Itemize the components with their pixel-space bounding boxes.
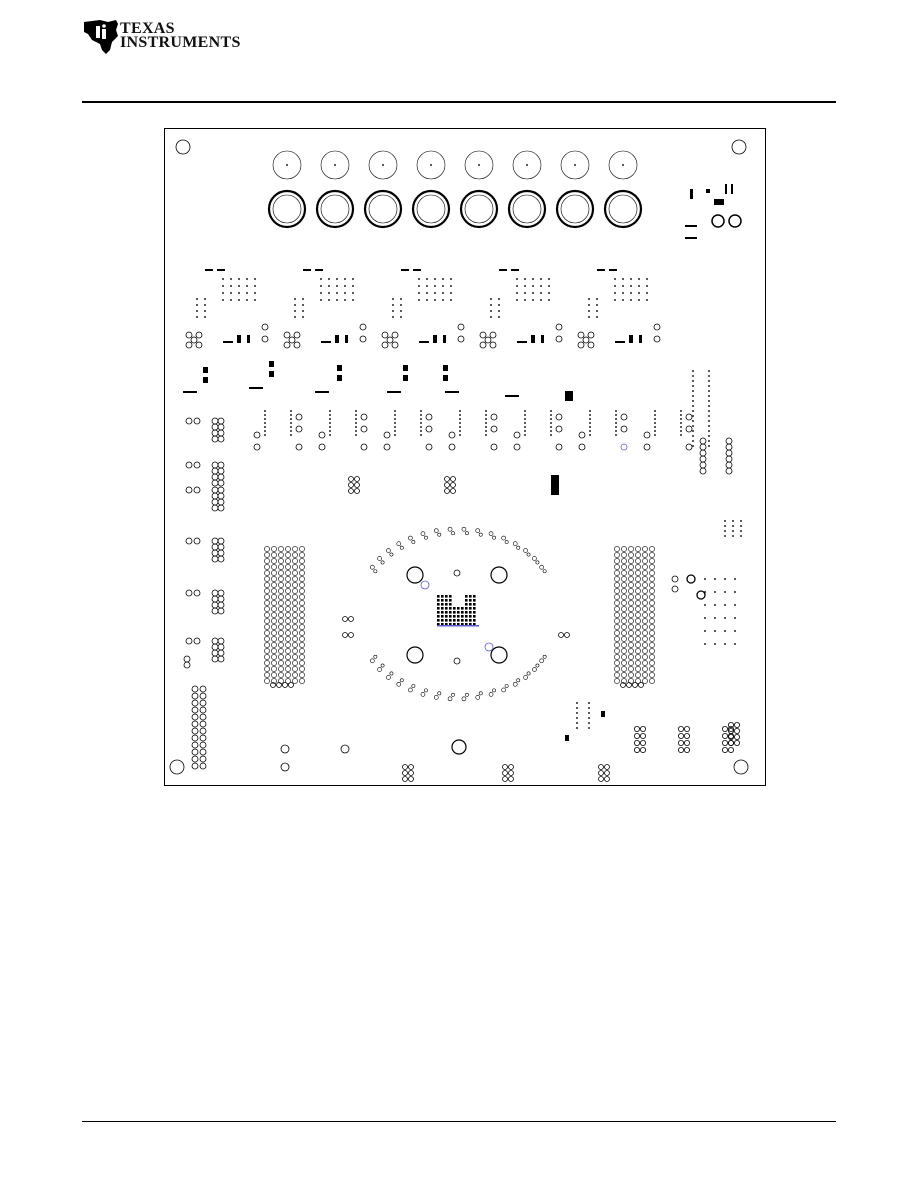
logo-line-2: INSTRUMENTS — [120, 36, 241, 50]
ti-logo-wordmark: TEXAS INSTRUMENTS — [120, 22, 241, 50]
footer-rule — [82, 1121, 836, 1122]
pcb-board-figure — [164, 128, 766, 786]
header-rule — [82, 101, 836, 103]
pcb-layout-drawing — [165, 129, 765, 785]
